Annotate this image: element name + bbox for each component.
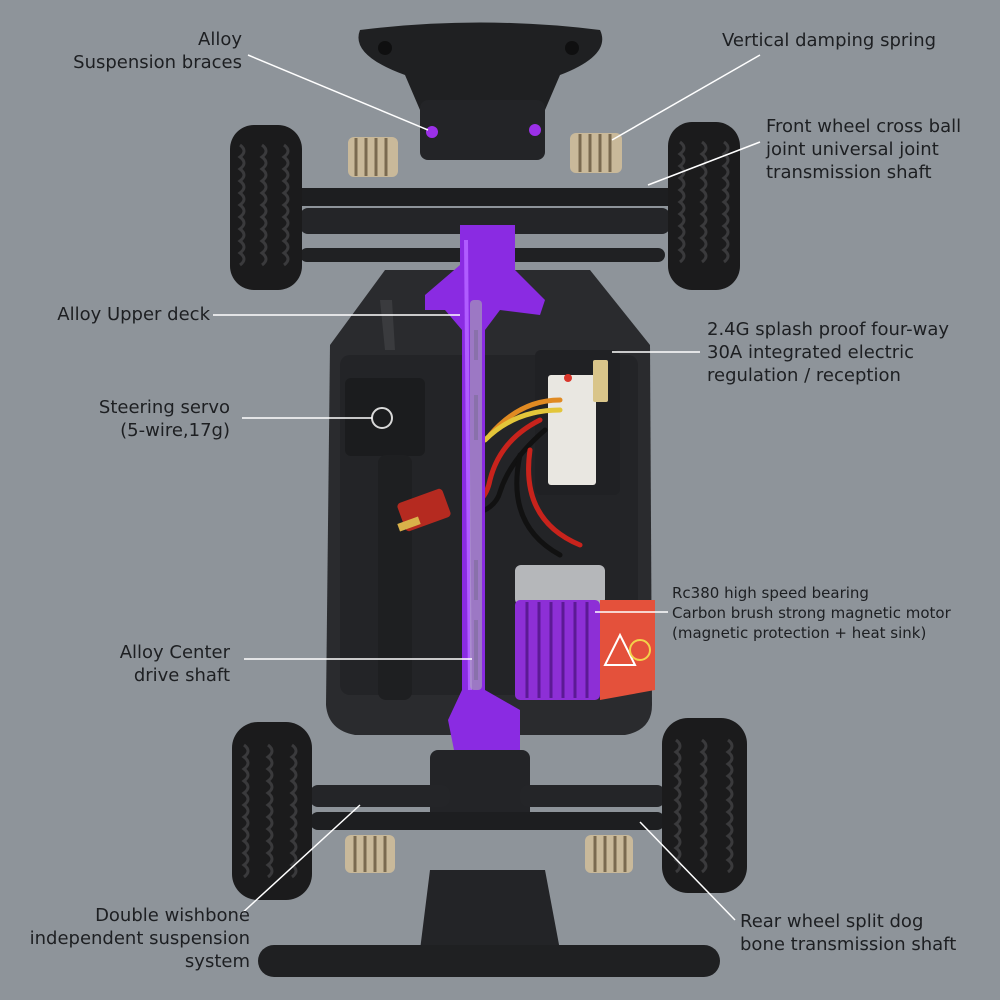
front-bumper [358,22,603,110]
callout-double-wishbone: Double wishbone independent suspension s… [30,904,250,973]
rear-right-shock-spring [585,835,633,873]
esc-led [564,374,572,382]
esc-connector [593,360,608,402]
callout-line: Rc380 high speed bearing [672,584,869,602]
callout-alloy-suspension-braces: Alloy Suspension braces [73,28,242,74]
motor-wire-black [514,452,563,558]
callout-alloy-upper-deck: Alloy Upper deck [57,303,210,326]
callout-line: Vertical damping spring [722,30,937,51]
upper-deck-highlight [464,239,472,691]
callout-line: Carbon brush strong magnetic motor [672,604,951,622]
esc-label [548,375,596,485]
alloy-upper-deck [425,225,545,755]
no-magnet-icon [629,639,651,661]
callout-line: joint universal joint [766,139,939,160]
callout-front-wheel-shaft: Front wheel cross ball joint universal j… [766,115,961,184]
rear-upper-arm [520,785,665,807]
motor-wire-red [526,447,583,548]
motor-heat-sink [515,600,600,700]
callout-line: Rear wheel split dog [740,911,924,932]
bumper-screw [378,41,392,55]
rear-upper-arm [310,785,450,807]
leader-suspension-braces [247,54,429,131]
callout-line: Steering servo [98,397,230,418]
servo-wire-yellow [482,407,563,443]
front-suspension-block [420,100,545,160]
callout-rear-wheel-shaft: Rear wheel split dog bone transmission s… [740,910,956,956]
callout-line: 30A integrated electric [707,342,915,363]
rear-dogbone-shaft [310,812,665,830]
callout-line: drive shaft [133,665,230,686]
callout-line: bone transmission shaft [740,934,957,955]
callout-line: system [184,951,250,972]
callout-steering-servo: Steering servo (5-wire,17g) [99,396,230,442]
callout-line: transmission shaft [766,162,932,183]
leader-double-wishbone [239,804,361,916]
leader-rear-shaft [639,821,736,921]
t-plug-pins [397,516,421,532]
front-axle [245,188,725,206]
callout-line: (5-wire,17g) [120,420,230,441]
rear-left-shock-spring [345,835,395,873]
alloy-brace-mount [426,126,438,138]
leader-damping-spring [611,54,761,141]
callout-line: Alloy [198,29,242,50]
upper-deck-post [380,300,395,350]
callout-motor: Rc380 high speed bearing Carbon brush st… [672,583,951,643]
callout-line: independent suspension [29,928,250,949]
callout-line: Alloy Upper deck [57,304,210,325]
callout-line: Suspension braces [73,52,242,73]
callout-line: Alloy Center [119,642,230,663]
motor-can [515,565,605,605]
callout-line: regulation / reception [707,365,901,386]
leader-front-shaft [647,141,761,186]
rear-bumper-mount [420,870,560,950]
callout-line: Double wishbone [95,905,250,926]
center-drive-shaft [470,300,482,690]
rear-suspension-block [430,750,530,825]
callout-vertical-damping-spring: Vertical damping spring [722,29,936,52]
front-lower-arm [300,208,670,234]
warning-triangle-icon [603,632,637,666]
callout-alloy-center-drive-shaft: Alloy Center drive shaft [120,641,230,687]
bumper-screw [565,41,579,55]
steering-link [378,455,412,700]
steering-servo [345,378,425,456]
callout-line: 2.4G splash proof four-way [707,319,950,340]
callout-line: Front wheel cross ball [766,116,962,137]
callout-esc-receiver: 2.4G splash proof four-way 30A integrate… [707,318,949,387]
alloy-brace-mount [529,124,541,136]
callout-line: (magnetic protection + heat sink) [672,624,927,642]
rear-bumper [258,945,720,977]
